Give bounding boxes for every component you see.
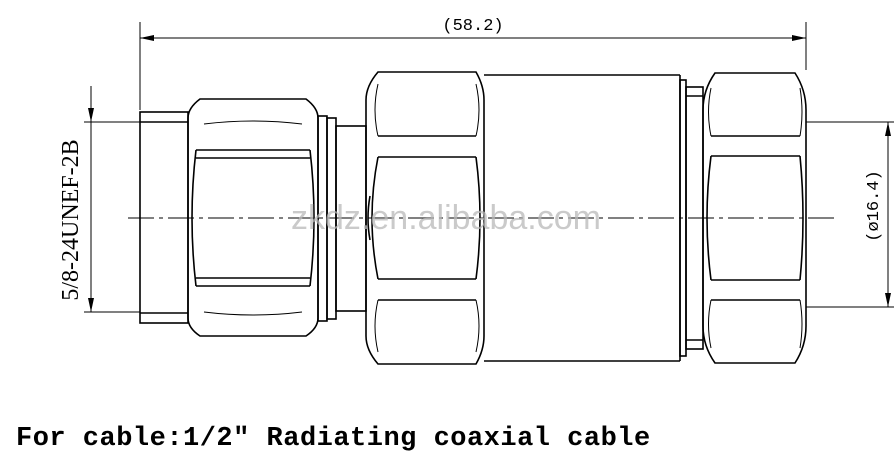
- length-label: (58.2): [442, 17, 503, 36]
- thread-label: 5/8-24UNEF-2B: [58, 139, 84, 300]
- back-hex-nut: [702, 72, 807, 364]
- main-hex-body: [365, 71, 485, 365]
- washer-rings: [317, 115, 367, 322]
- watermark: zkdz.en.alibaba.com: [291, 199, 601, 237]
- length-dimension: (58.2): [139, 17, 807, 110]
- cable-caption: For cable:1/2" Radiating coaxial cable: [16, 424, 651, 454]
- diameter-label: (ø16.4): [865, 170, 884, 241]
- left-hex-nut: [187, 98, 319, 337]
- thread-dimension: 5/8-24UNEF-2B: [58, 86, 140, 313]
- diameter-dimension: (ø16.4): [806, 121, 894, 308]
